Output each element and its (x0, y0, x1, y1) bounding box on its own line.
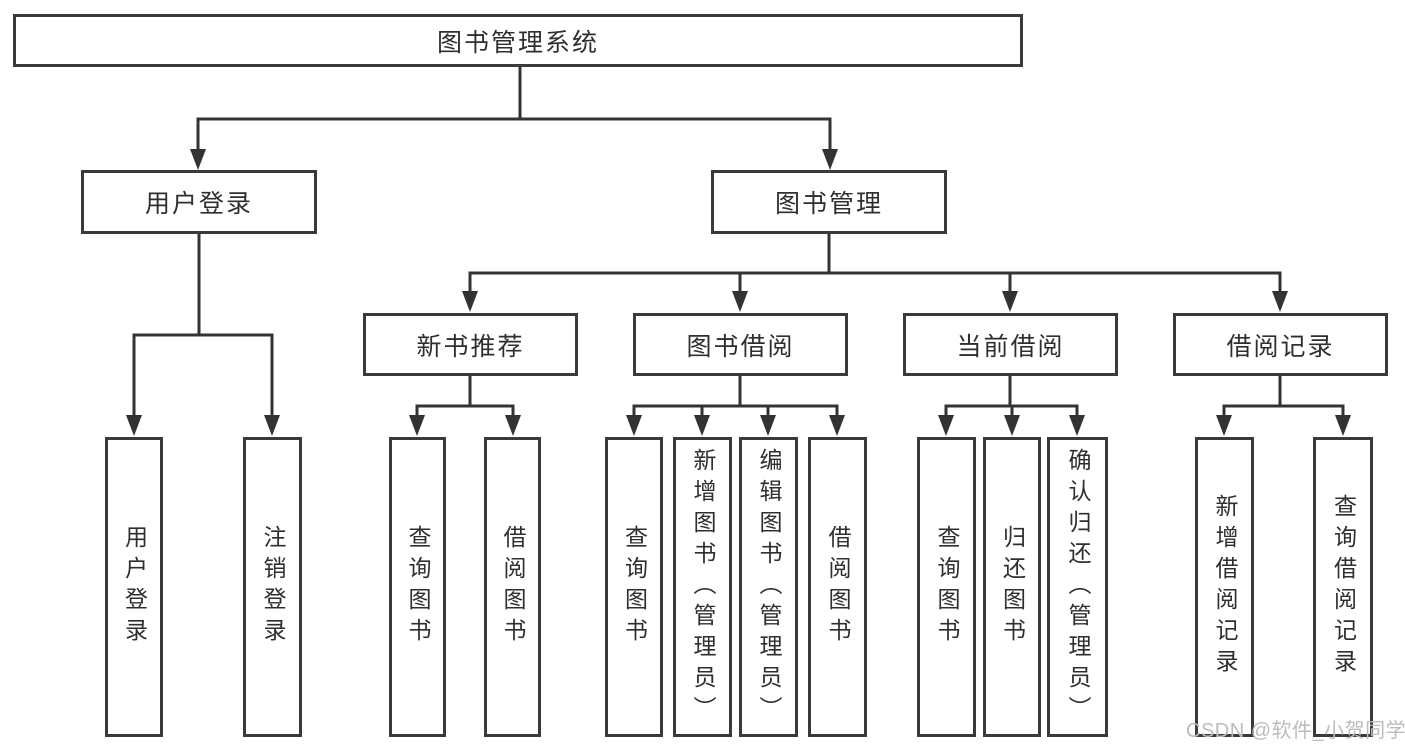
leaf-newbook-borrow-books: 借阅图书 (484, 437, 541, 737)
connector-userlogin-to-leaves (132, 232, 274, 420)
node-book-borrowing-label: 图书借阅 (686, 332, 795, 361)
leaf-logout-login-label: 注销登录 (260, 525, 286, 649)
connector-current-to-leaves (944, 374, 1079, 421)
arrowhead-icon (1002, 291, 1018, 312)
arrowhead-icon (1069, 415, 1085, 436)
arrowhead-icon (822, 149, 838, 170)
node-new-book-recommend: 新书推荐 (363, 313, 578, 376)
arrowhead-icon (1216, 415, 1232, 436)
node-borrowing-records-label: 借阅记录 (1226, 332, 1335, 361)
leaf-records-query-record-label: 查询借阅记录 (1330, 494, 1357, 680)
arrowhead-icon (938, 415, 954, 436)
leaf-newbook-borrow-books-label: 借阅图书 (500, 525, 526, 649)
leaf-newbook-query-books: 查询图书 (389, 437, 446, 737)
arrowhead-icon (732, 291, 748, 312)
leaf-records-add-record: 新增借阅记录 (1195, 437, 1254, 737)
leaf-current-confirm-return-admin-label: 确认归还（管理员） (1065, 447, 1091, 727)
arrowhead-icon (694, 415, 710, 436)
leaf-user-login-label: 用户登录 (121, 525, 148, 649)
connector-borrow-to-leaves (632, 374, 839, 421)
leaf-current-query-books: 查询图书 (917, 437, 976, 737)
arrowhead-icon (190, 149, 206, 170)
node-user-login: 用户登录 (81, 170, 317, 234)
arrowhead-icon (126, 415, 142, 436)
arrowhead-icon (505, 415, 521, 436)
leaf-borrow-query-books: 查询图书 (605, 437, 663, 737)
arrowhead-icons (126, 149, 1351, 436)
node-borrowing-records: 借阅记录 (1173, 313, 1388, 376)
leaf-borrow-query-books-label: 查询图书 (621, 525, 648, 649)
node-root: 图书管理系统 (13, 14, 1023, 67)
node-current-borrowing: 当前借阅 (903, 313, 1118, 376)
leaf-user-login: 用户登录 (105, 437, 163, 737)
connector-newbook-to-leaves (415, 374, 515, 421)
connector-bookmgmt-to-level3 (468, 232, 1282, 297)
leaf-borrow-add-books-admin-label: 新增图书（管理员） (690, 447, 716, 727)
leaf-current-query-books-label: 查询图书 (934, 525, 960, 649)
arrowhead-icon (409, 415, 425, 436)
node-new-book-recommend-label: 新书推荐 (416, 332, 525, 361)
node-current-borrowing-label: 当前借阅 (956, 332, 1065, 361)
leaf-borrow-edit-books-admin-label: 编辑图书（管理员） (756, 447, 782, 727)
leaf-current-confirm-return-admin: 确认归还（管理员） (1047, 437, 1108, 737)
arrowhead-icon (626, 415, 642, 436)
node-book-borrowing: 图书借阅 (633, 313, 848, 376)
node-root-label: 图书管理系统 (436, 28, 599, 57)
leaf-current-return-books: 归还图书 (983, 437, 1041, 737)
leaf-borrow-borrow-books-label: 借阅图书 (825, 525, 851, 649)
leaf-newbook-query-books-label: 查询图书 (405, 525, 431, 649)
arrowhead-icon (1272, 291, 1288, 312)
arrowhead-icon (829, 415, 845, 436)
leaf-records-query-record: 查询借阅记录 (1313, 437, 1373, 737)
node-book-management: 图书管理 (711, 170, 947, 234)
leaf-logout-login: 注销登录 (243, 437, 302, 737)
csdn-watermark: CSDN @软件_小贺同学 (1186, 720, 1405, 742)
arrowhead-icon (760, 415, 776, 436)
arrowhead-icon (1335, 415, 1351, 436)
leaf-records-add-record-label: 新增借阅记录 (1212, 494, 1238, 680)
leaf-borrow-edit-books-admin: 编辑图书（管理员） (739, 437, 798, 737)
connector-root-to-level2 (196, 65, 832, 155)
leaf-current-return-books-label: 归还图书 (999, 525, 1026, 649)
leaf-borrow-borrow-books: 借阅图书 (808, 437, 867, 737)
connector-records-to-leaves (1222, 374, 1345, 421)
leaf-borrow-add-books-admin: 新增图书（管理员） (673, 437, 732, 737)
arrowhead-icon (264, 415, 280, 436)
node-book-management-label: 图书管理 (774, 190, 883, 218)
arrowhead-icon (1004, 415, 1020, 436)
arrowhead-icon (462, 291, 478, 312)
node-user-login-label: 用户登录 (144, 190, 253, 218)
